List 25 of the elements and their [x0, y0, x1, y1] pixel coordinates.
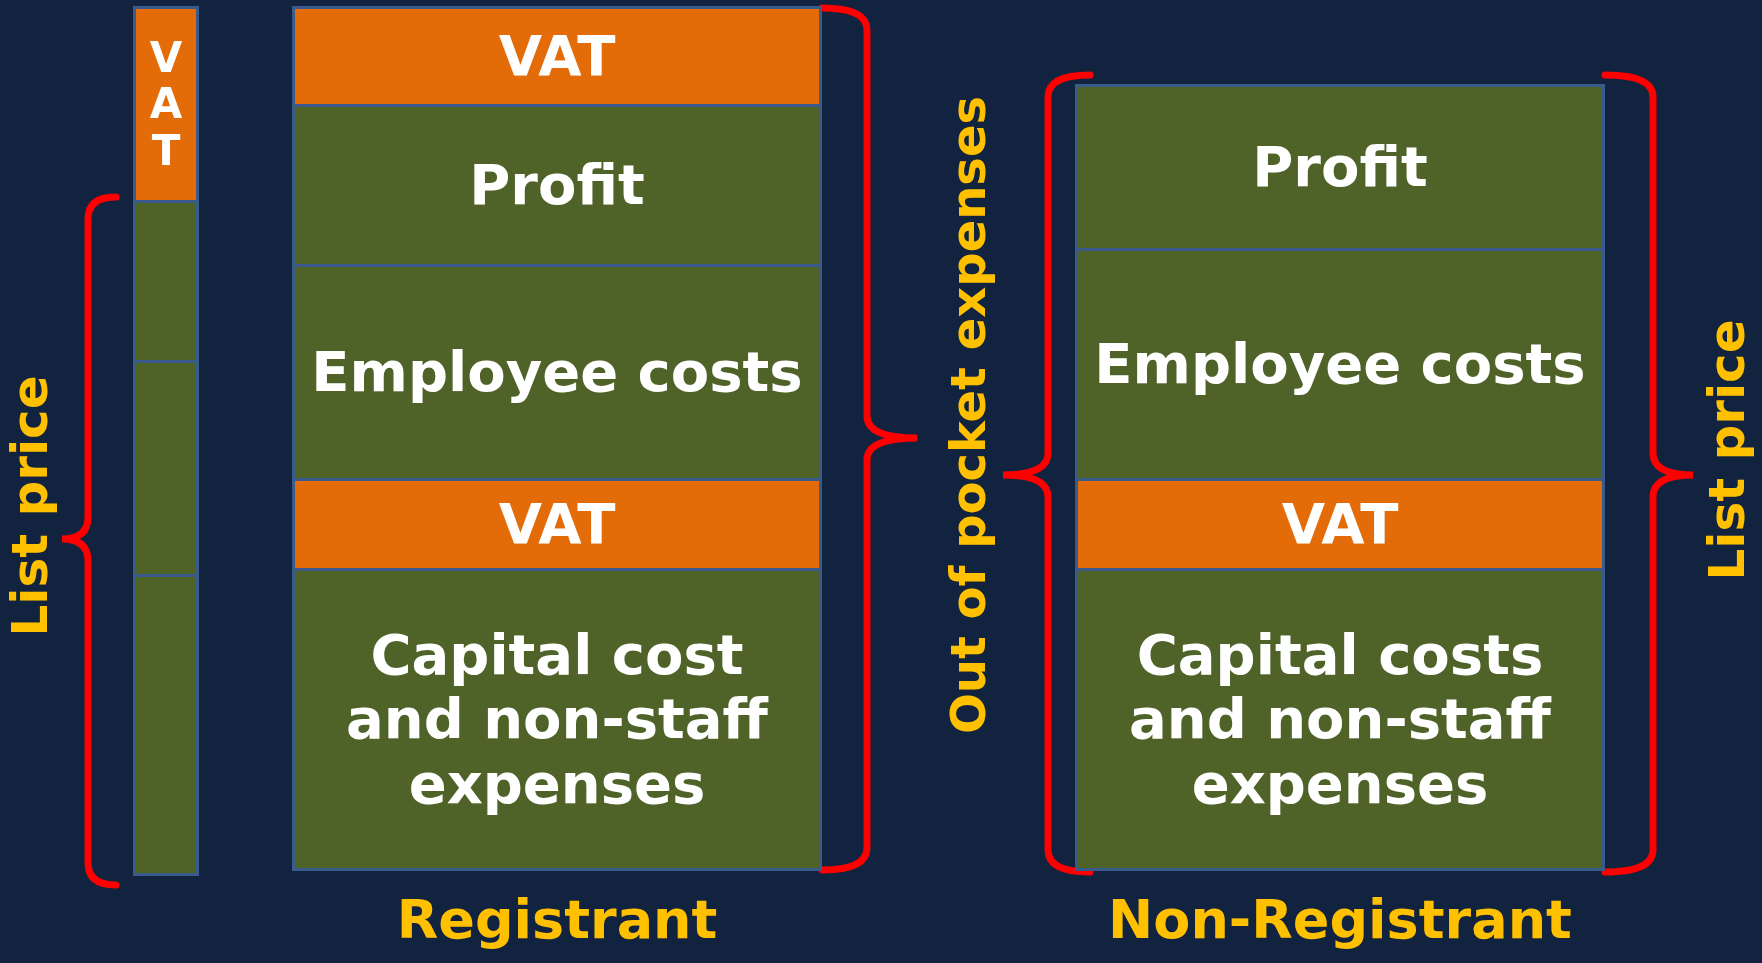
- vat-segment: [136, 9, 196, 200]
- cost-segment: [295, 568, 819, 868]
- segment-label: Employee costs: [1093, 332, 1587, 397]
- segment-label: VAT: [497, 492, 617, 557]
- stack-heading: Registrant: [396, 890, 718, 950]
- segment-label: VAT: [148, 35, 184, 174]
- vat-segment: [1078, 478, 1602, 568]
- segment-label: VAT: [1280, 492, 1400, 557]
- segment-label: Profit: [1251, 135, 1429, 200]
- segment-label: Profit: [468, 153, 646, 218]
- segment-label: Capital costs and non-staff expenses: [1128, 622, 1553, 817]
- segment-label: VAT: [497, 24, 617, 89]
- segment-label: Employee costs: [310, 340, 804, 405]
- vat-segment: [295, 478, 819, 568]
- brace-label: List price: [5, 375, 55, 637]
- stack-heading: Non-Registrant: [1108, 890, 1572, 950]
- cost-segment: [1078, 87, 1602, 248]
- cost-segment: [295, 264, 819, 478]
- cost-segment: [295, 104, 819, 264]
- segment-label: Capital cost and non-staff expenses: [345, 622, 770, 817]
- vat-segment: [295, 9, 819, 104]
- cost-segment: [1078, 568, 1602, 868]
- cost-segment: [1078, 248, 1602, 478]
- cost-stack: [133, 6, 199, 876]
- brace-label: List price: [1702, 319, 1752, 581]
